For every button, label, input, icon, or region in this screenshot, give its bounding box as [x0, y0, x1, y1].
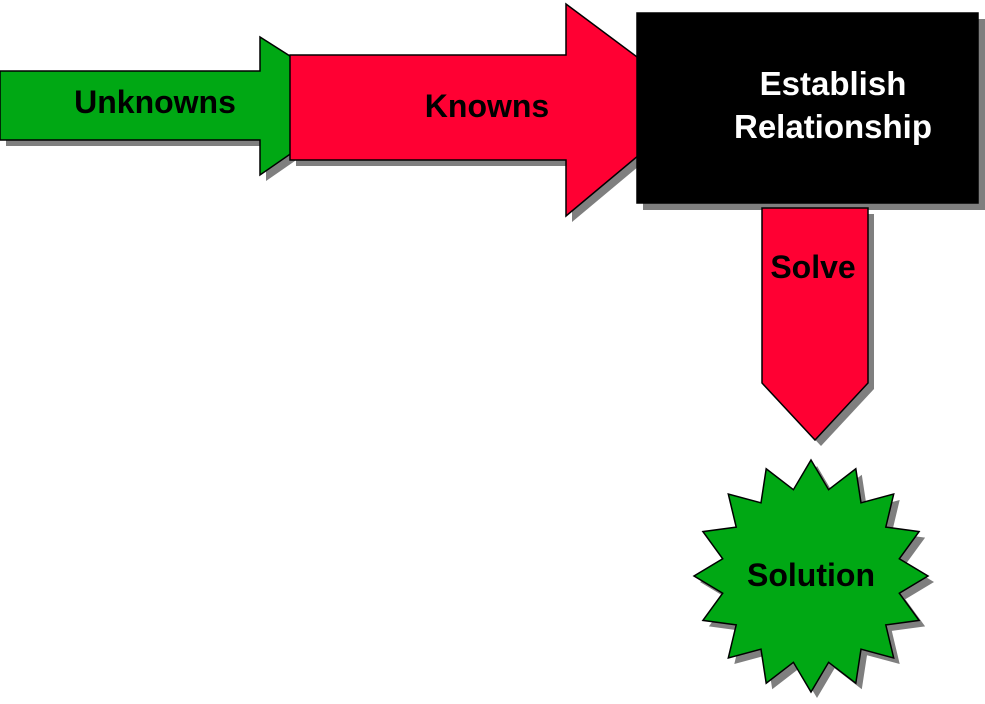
knowns-arrow	[289, 2, 702, 218]
establish-label-line2: Relationship	[734, 108, 932, 145]
establish-relationship-box	[636, 12, 979, 204]
knowns-label: Knowns	[425, 88, 549, 124]
solve-label: Solve	[770, 249, 855, 285]
establish-label-line1: Establish	[760, 65, 907, 102]
solve-arrow	[761, 207, 869, 442]
solution-starburst	[692, 458, 930, 694]
solution-label: Solution	[747, 557, 875, 593]
unknowns-label: Unknowns	[74, 84, 236, 120]
